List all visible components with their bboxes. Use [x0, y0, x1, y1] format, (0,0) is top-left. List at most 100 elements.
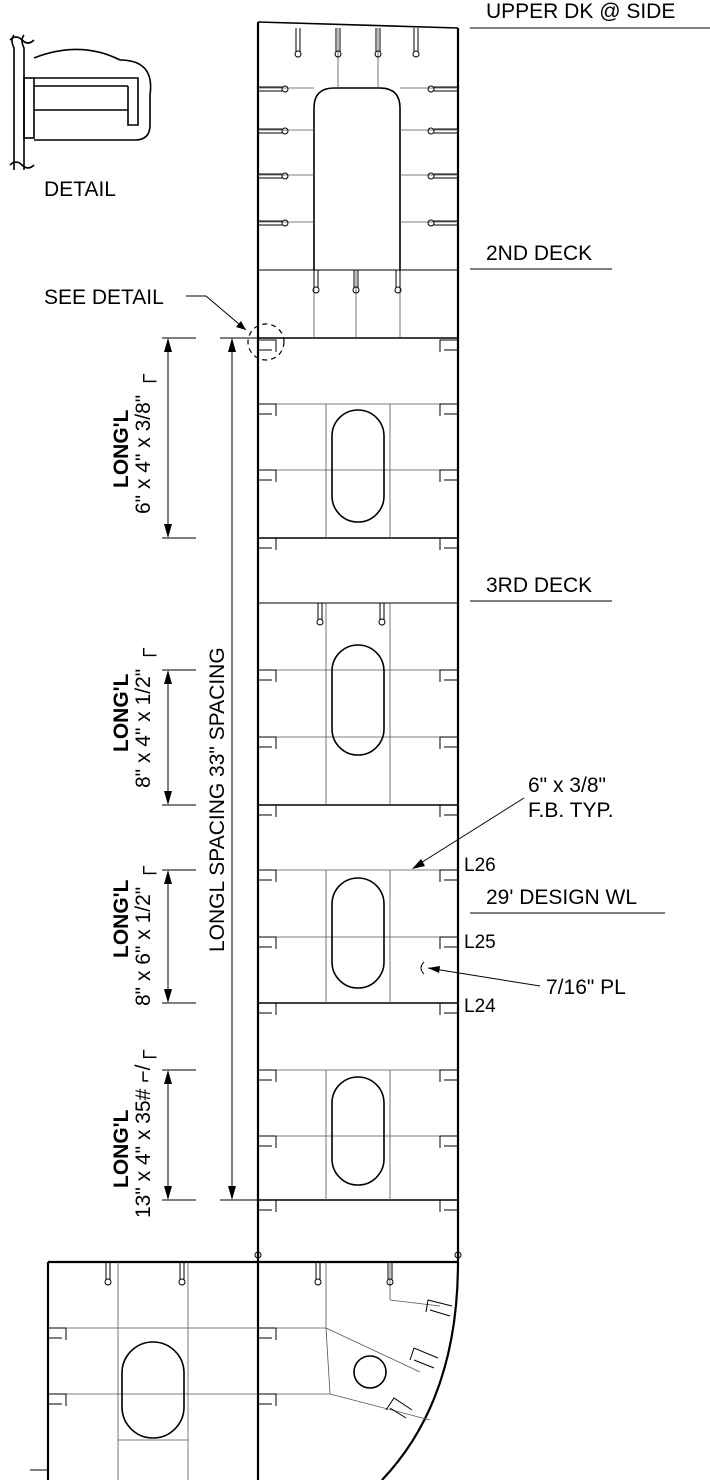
longitudinal-right [439, 736, 458, 749]
label-second-deck: 2ND DECK [486, 242, 592, 265]
bottom-stiffener [386, 1262, 394, 1286]
bottom-stiffener [178, 1262, 186, 1286]
lightening-hole [331, 877, 385, 989]
bottom-stiffener [104, 1262, 112, 1286]
long-shape-4: ⌐/┌ [132, 1050, 157, 1083]
detail-toe [34, 77, 139, 126]
longitudinal-left [258, 869, 277, 882]
upper-side-stiffeners [258, 85, 458, 294]
spacing-label: LONGL SPACING 33" SPACING [206, 647, 229, 952]
see-detail-arrowhead [236, 321, 246, 330]
long-size-2-text: 8" x 4" x 1/2" [132, 669, 155, 788]
dim-arrows [164, 1070, 172, 1200]
long-size-1-text: 6" x 4" x 3/8" [132, 395, 155, 514]
plate-leader [427, 967, 541, 987]
detail-plate-line-a [11, 34, 15, 170]
long-size-2: 8" x 4" x 1/2" ┌ [132, 648, 157, 788]
side-stiffener [427, 219, 458, 227]
deck-stiffener [294, 28, 302, 58]
deck-stiffener [394, 270, 402, 294]
dim-arrows [164, 870, 172, 1003]
bay-3 [258, 869, 458, 1004]
detail-title: DETAIL [44, 178, 116, 201]
longitudinal-right [439, 1135, 458, 1148]
bilge-curve [381, 1261, 460, 1480]
drain-hole [254, 1251, 262, 1259]
deck-stiffener [412, 28, 420, 58]
longitudinal-left [48, 1393, 67, 1406]
longitudinal-left [48, 1327, 67, 1340]
upper-deck-line [257, 21, 459, 29]
dim-arrows [164, 670, 172, 805]
longitudinal-left [258, 669, 277, 682]
flat-bar-note-line1: 6" x 3/8" [528, 774, 606, 797]
longitudinal-left [258, 1199, 277, 1212]
see-detail-label: SEE DETAIL [44, 286, 164, 309]
detail-break-top [9, 36, 35, 44]
label-design-wl: 29' DESIGN WL [486, 886, 637, 909]
long-shape-3: ┌ [132, 866, 157, 881]
deck-stiffener [378, 603, 386, 626]
detail-break-bottom [9, 161, 35, 169]
deck-stiffener [374, 28, 382, 58]
flat-bar-leader [415, 797, 525, 867]
long-title-2: LONG'L [110, 673, 133, 752]
see-detail-callout: SEE DETAIL [44, 286, 285, 361]
detail-flange [23, 77, 35, 139]
bay-4 [258, 1069, 458, 1201]
upper-deck-stiffeners [294, 28, 420, 58]
longitudinal-left [258, 1327, 277, 1340]
longitudinal-number-l26: L26 [464, 855, 496, 876]
longitudinal-labels: LONG'L 6" x 4" x 3/8" ┌ LONG'L 8" x 4" x … [110, 374, 229, 1218]
longitudinal-number-l24: L24 [464, 996, 496, 1017]
long-title-4: LONG'L [110, 1109, 133, 1188]
bilge-longitudinal [385, 1397, 413, 1419]
side-stiffener [258, 172, 289, 180]
upper-access-opening [313, 87, 401, 270]
bilge-longitudinal [425, 1299, 453, 1317]
long-shape-2: ┌ [132, 648, 157, 663]
longitudinal-left [258, 1393, 277, 1406]
label-third-deck: 3RD DECK [486, 574, 592, 597]
lightening-hole [331, 1076, 385, 1186]
long-shape-1: ┌ [132, 374, 157, 389]
longitudinal-right [439, 669, 458, 682]
longitudinal-right [439, 1069, 458, 1082]
longitudinal-right [439, 936, 458, 949]
detail-inset: DETAIL [9, 34, 152, 201]
deck-stiffener [312, 270, 320, 294]
bay-1 [258, 403, 458, 539]
detail-web [34, 85, 128, 111]
longitudinal-left [258, 1135, 277, 1148]
longitudinal-right [439, 1002, 458, 1015]
bilge-longitudinal [409, 1347, 439, 1369]
long-size-1: 6" x 4" x 3/8" ┌ [132, 374, 157, 514]
deck-stiffener [352, 270, 360, 294]
side-longitudinals [258, 339, 458, 1212]
bottom-stiffener [314, 1262, 322, 1286]
longitudinal-right [439, 869, 458, 882]
lightening-hole [331, 644, 385, 756]
detail-circle [247, 323, 285, 361]
lightening-hole [331, 409, 385, 523]
longitudinal-right [439, 804, 458, 817]
detail-plate-line-b [21, 34, 25, 170]
longitudinal-right [439, 469, 458, 482]
deck-stiffener [334, 28, 342, 58]
side-stiffener [427, 127, 458, 135]
plate-note: 7/16" PL [546, 976, 626, 999]
longitudinal-left [258, 736, 277, 749]
bay-2 [258, 602, 458, 806]
plate-symbol [420, 961, 425, 975]
bilge-brackets [325, 1299, 441, 1421]
drain-hole [454, 1251, 462, 1259]
long-size-4: 13" x 4" x 35#⌐/┌ [132, 1050, 157, 1218]
side-stiffener [258, 219, 289, 227]
longitudinal-number-l25: L25 [464, 932, 496, 953]
plate-arrowhead [428, 966, 440, 973]
longitudinal-left [258, 403, 277, 416]
side-stiffener [427, 172, 458, 180]
lightening-hole [121, 1341, 185, 1439]
notes: 6" x 3/8" F.B. TYP. 7/16" PL [412, 774, 626, 999]
